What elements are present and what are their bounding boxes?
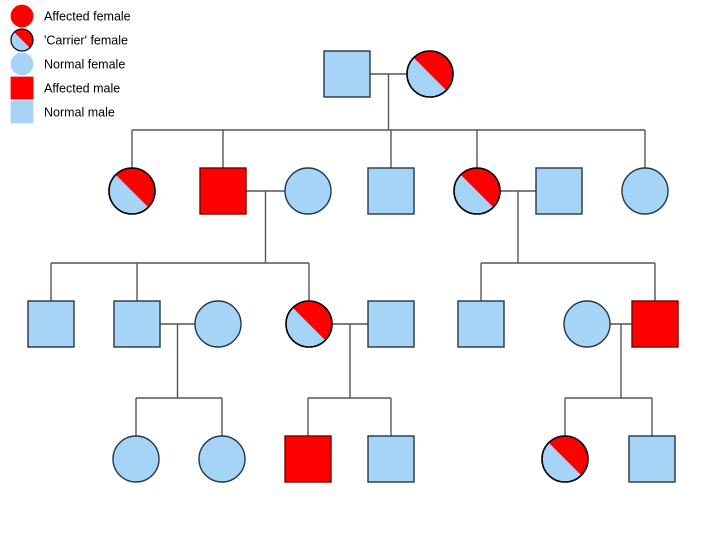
pedigree-male-normal[interactable] xyxy=(27,300,75,348)
pedigree-female-normal[interactable] xyxy=(198,435,246,483)
pedigree-male-normal[interactable] xyxy=(113,300,161,348)
symbol-body xyxy=(535,167,583,215)
legend-symbol-outline xyxy=(10,28,34,52)
symbol-body xyxy=(367,167,415,215)
symbol-body xyxy=(563,300,611,348)
pedigree-female-carrier[interactable] xyxy=(453,167,501,215)
pedigree-male-normal[interactable] xyxy=(367,435,415,483)
symbol-outline xyxy=(406,50,454,98)
pedigree-symbols xyxy=(27,50,679,483)
pedigree-female-normal[interactable] xyxy=(563,300,611,348)
legend-symbol-body xyxy=(10,76,34,100)
carrier-affected-half xyxy=(542,436,588,482)
legend-item-carrier-female: 'Carrier' female xyxy=(10,28,128,52)
symbol-body xyxy=(367,435,415,483)
legend-item-normal-male: Normal male xyxy=(10,100,115,124)
legend-item-label: Normal female xyxy=(44,58,125,72)
pedigree-male-normal[interactable] xyxy=(535,167,583,215)
pedigree-male-affected[interactable] xyxy=(631,300,679,348)
symbol-body xyxy=(367,300,415,348)
legend-item-label: Normal male xyxy=(44,106,115,120)
pedigree-female-carrier[interactable] xyxy=(541,435,589,483)
pedigree-male-affected[interactable] xyxy=(199,167,247,215)
legend-item-affected-male: Affected male xyxy=(10,76,120,100)
symbol-outline xyxy=(108,167,156,215)
pedigree-female-normal[interactable] xyxy=(112,435,160,483)
pedigree-male-affected[interactable] xyxy=(284,435,332,483)
pedigree-female-carrier[interactable] xyxy=(285,300,333,348)
symbol-body xyxy=(194,300,242,348)
symbol-body xyxy=(27,300,75,348)
symbol-body xyxy=(284,167,332,215)
legend-carrier-affected-half xyxy=(11,29,33,51)
connector-lines xyxy=(50,73,656,436)
pedigree-male-normal[interactable] xyxy=(457,300,505,348)
symbol-body xyxy=(112,435,160,483)
symbol-body xyxy=(621,167,669,215)
pedigree-female-normal[interactable] xyxy=(194,300,242,348)
legend-item-label: Affected female xyxy=(44,10,131,24)
legend-item-normal-female: Normal female xyxy=(10,52,125,76)
symbol-body xyxy=(457,300,505,348)
legend-symbol-body xyxy=(10,4,34,28)
carrier-affected-half xyxy=(109,168,155,214)
pedigree-female-carrier[interactable] xyxy=(108,167,156,215)
pedigree-female-normal[interactable] xyxy=(284,167,332,215)
symbol-body xyxy=(284,435,332,483)
symbol-body xyxy=(198,435,246,483)
legend-symbol-body xyxy=(10,52,34,76)
pedigree-female-carrier[interactable] xyxy=(406,50,454,98)
pedigree-male-normal[interactable] xyxy=(367,167,415,215)
pedigree-female-normal[interactable] xyxy=(621,167,669,215)
symbol-outline xyxy=(541,435,589,483)
legend-item-label: Affected male xyxy=(44,82,120,96)
symbol-body xyxy=(631,300,679,348)
symbol-body xyxy=(113,300,161,348)
symbol-outline xyxy=(285,300,333,348)
carrier-affected-half xyxy=(286,301,332,347)
symbol-outline xyxy=(453,167,501,215)
pedigree-male-normal[interactable] xyxy=(323,50,371,98)
pedigree-male-normal[interactable] xyxy=(367,300,415,348)
legend-symbol-body xyxy=(10,100,34,124)
symbol-body xyxy=(323,50,371,98)
legend-item-affected-female: Affected female xyxy=(10,4,131,28)
symbol-body xyxy=(628,435,676,483)
symbol-body xyxy=(199,167,247,215)
carrier-affected-half xyxy=(454,168,500,214)
carrier-affected-half xyxy=(407,51,453,97)
pedigree-male-normal[interactable] xyxy=(628,435,676,483)
legend-item-label: 'Carrier' female xyxy=(44,34,128,48)
